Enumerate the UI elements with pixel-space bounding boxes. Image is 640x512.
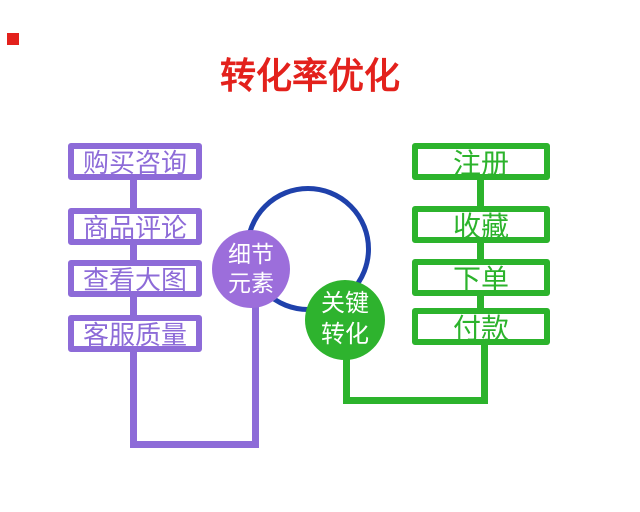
key-conversion-line1: 关键 bbox=[321, 290, 369, 318]
step-box-purchase-inquiry: 购买咨询 bbox=[68, 143, 202, 180]
connector-line bbox=[130, 243, 137, 262]
detail-elements-circle: 细节 元素 bbox=[212, 230, 290, 308]
connector-line bbox=[477, 294, 484, 310]
connector-line bbox=[252, 300, 259, 448]
connector-line bbox=[343, 397, 488, 404]
detail-elements-line2: 元素 bbox=[228, 270, 274, 296]
connector-line bbox=[477, 241, 484, 261]
red-square-marker bbox=[7, 33, 19, 45]
step-box-view-large-image: 查看大图 bbox=[68, 260, 202, 297]
connector-line bbox=[343, 353, 350, 404]
key-conversion-circle: 关键 转化 bbox=[305, 280, 385, 360]
step-box-product-reviews: 商品评论 bbox=[68, 208, 202, 245]
connector-line bbox=[130, 178, 137, 211]
connector-line bbox=[481, 343, 488, 404]
connector-line bbox=[130, 350, 137, 448]
step-box-service-quality: 客服质量 bbox=[68, 315, 202, 352]
step-box-favorite: 收藏 bbox=[412, 206, 550, 243]
detail-elements-line1: 细节 bbox=[228, 240, 274, 267]
connector-line bbox=[477, 178, 484, 208]
key-conversion-line2: 转化 bbox=[321, 321, 369, 348]
connector-line bbox=[130, 295, 137, 317]
step-box-register: 注册 bbox=[412, 143, 550, 180]
step-box-place-order: 下单 bbox=[412, 259, 550, 296]
connector-line bbox=[130, 441, 259, 448]
step-box-payment: 付款 bbox=[412, 308, 550, 345]
page-title: 转化率优化 bbox=[219, 55, 401, 96]
